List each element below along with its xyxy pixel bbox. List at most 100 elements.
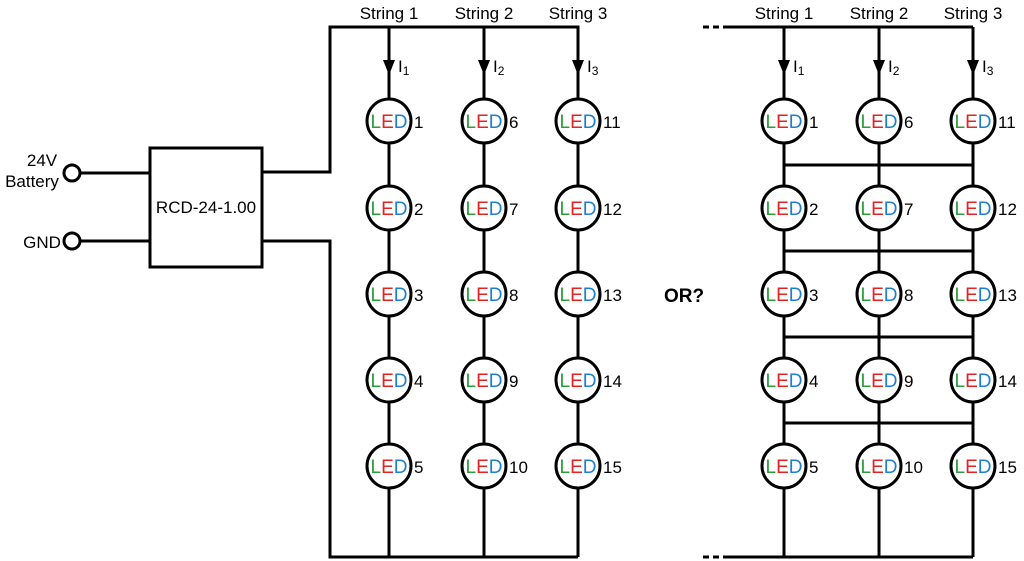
input-section: 24V Battery GND RCD-24-1.00 — [5, 25, 580, 559]
led-9: LED 9 — [460, 356, 518, 404]
led-2: LED 2 — [760, 184, 818, 232]
led-circle — [949, 356, 997, 404]
led-circle — [365, 184, 413, 232]
led-8: LED 8 — [855, 270, 913, 318]
led-text: LED — [560, 457, 597, 478]
led-text: LED — [955, 285, 992, 306]
led-number: 2 — [809, 200, 818, 219]
converter-box — [148, 146, 264, 269]
led-number: 6 — [904, 113, 913, 132]
led-text: LED — [560, 112, 597, 133]
led-circle — [460, 270, 508, 318]
led-circle — [554, 442, 602, 490]
led-circle — [949, 184, 997, 232]
led-text: LED — [766, 199, 803, 220]
led-text: LED — [955, 457, 992, 478]
led-circle — [855, 270, 903, 318]
led-number: 6 — [509, 113, 518, 132]
led-15: LED 15 — [949, 442, 1017, 490]
led-circle — [554, 356, 602, 404]
led-11: LED 11 — [949, 97, 1016, 145]
led-7: LED 7 — [855, 184, 913, 232]
led-circle — [365, 442, 413, 490]
converter-label: RCD-24-1.00 — [156, 198, 256, 217]
led-text: LED — [466, 199, 503, 220]
led-number: 15 — [998, 458, 1017, 477]
led-text: LED — [371, 457, 408, 478]
led-text: LED — [466, 371, 503, 392]
led-text: LED — [955, 371, 992, 392]
led-text: LED — [861, 457, 898, 478]
string-label: String 1 — [755, 4, 814, 23]
string-label: String 2 — [455, 4, 514, 23]
current-label: I3 — [587, 57, 599, 78]
led-number: 2 — [414, 200, 423, 219]
led-number: 11 — [998, 113, 1016, 132]
led-number: 1 — [809, 113, 818, 132]
string-label: String 2 — [850, 4, 909, 23]
led-number: 4 — [809, 372, 818, 391]
led-circle — [949, 97, 997, 145]
led-text: LED — [955, 199, 992, 220]
current-arrow-icon — [478, 60, 490, 75]
current-label: I2 — [493, 57, 505, 78]
led-number: 3 — [414, 286, 423, 305]
led-text: LED — [560, 371, 597, 392]
led-circle — [855, 356, 903, 404]
led-12: LED 12 — [554, 184, 622, 232]
led-5: LED 5 — [365, 442, 423, 490]
string-label: String 1 — [360, 4, 419, 23]
led-circle — [760, 97, 808, 145]
led-number: 9 — [509, 372, 518, 391]
led-text: LED — [766, 112, 803, 133]
led-circle — [554, 184, 602, 232]
led-number: 11 — [603, 113, 621, 132]
led-11: LED 11 — [554, 97, 621, 145]
converter-negative-output — [262, 239, 578, 559]
right-dashes — [703, 25, 973, 559]
led-number: 7 — [904, 200, 913, 219]
led-text: LED — [466, 112, 503, 133]
battery-label-line2: Battery — [5, 172, 59, 191]
led-number: 1 — [414, 113, 423, 132]
gnd-terminal — [62, 231, 82, 251]
led-text: LED — [861, 371, 898, 392]
led-text: LED — [861, 285, 898, 306]
led-circle — [760, 356, 808, 404]
current-arrow-icon — [383, 60, 395, 75]
led-text: LED — [861, 199, 898, 220]
current-arrow-icon — [572, 60, 584, 75]
led-circle — [460, 356, 508, 404]
led-text: LED — [560, 199, 597, 220]
led-number: 8 — [904, 286, 913, 305]
string-label: String 3 — [944, 4, 1003, 23]
led-text: LED — [955, 112, 992, 133]
string-label: String 3 — [549, 4, 608, 23]
led-text: LED — [466, 285, 503, 306]
led-number: 8 — [509, 286, 518, 305]
led-circle — [365, 97, 413, 145]
led-number: 12 — [603, 200, 622, 219]
battery-label-line1: 24V — [27, 151, 58, 170]
led-circle — [460, 97, 508, 145]
current-arrow-icon — [778, 60, 790, 75]
led-number: 5 — [414, 458, 423, 477]
